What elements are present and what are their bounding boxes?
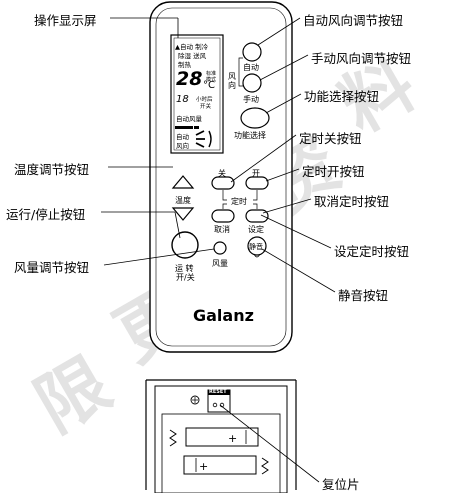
swing-wind-text: 风向 [228, 72, 236, 90]
set-button [245, 209, 269, 223]
run-stop-button-label: 运行/停止按钮 [6, 207, 86, 222]
set-text: 设定 [248, 225, 264, 234]
timer-center-text: 定时 [231, 197, 247, 206]
fan-button [213, 241, 227, 255]
temp-up-button [171, 175, 195, 189]
auto-swing-button-label: 自动风向调节按钮 [303, 13, 404, 28]
lcd-inner [173, 37, 221, 151]
timer-off-button [211, 176, 235, 190]
mute-text: 静音 [249, 243, 263, 251]
lcd-screen [170, 34, 224, 154]
battery-compartment-outline [145, 379, 297, 490]
fan-text: 风量 [212, 259, 228, 268]
lcd-temp-digits: 28 [176, 68, 203, 90]
run-stop-button [171, 231, 199, 259]
reset-text: RESET [209, 389, 227, 395]
display-screen-label: 操作显示屏 [34, 13, 97, 28]
cancel-button [211, 209, 235, 223]
timer-on-button [245, 176, 269, 190]
run-stop-text-2: 开/关 [176, 273, 195, 282]
swing-auto-text: 自动 [243, 63, 259, 72]
mute-button [247, 236, 267, 256]
auto-swing-button [242, 42, 262, 62]
lcd-mode-line2: 除湿 送风 [178, 52, 207, 60]
lcd-timer-unit: 小时后 [196, 97, 213, 103]
svg-text:+: + [199, 460, 208, 473]
cancel-text: 取消 [214, 225, 230, 234]
set-timer-button-label: 设定定时按钮 [334, 244, 410, 259]
mute-button-label: 静音按钮 [338, 288, 389, 303]
lcd-mode-line3: 制热 [178, 61, 191, 69]
callout-lines [101, 17, 336, 483]
lcd-fan-auto: 自动风量 [176, 115, 202, 123]
lcd-side2: 模式 [206, 77, 217, 83]
reset-pin-label: 复位片 [322, 477, 360, 492]
svg-text:+: + [228, 432, 237, 445]
lcd-timer-digits: 18 [176, 94, 189, 105]
temperature-button-label: 温度调节按钮 [14, 162, 90, 177]
lcd-dir-label1: 自动 [176, 133, 189, 141]
lcd-timer-state: 开关 [200, 104, 212, 110]
function-select-text: 功能选择 [234, 131, 266, 140]
function-select-button [240, 107, 270, 129]
battery-top [185, 427, 259, 447]
fan-speed-button-label: 风量调节按钮 [14, 260, 90, 275]
timer-on-button-label: 定时开按钮 [302, 164, 365, 179]
lcd-mode-line1: ▲自动 制冷 [175, 43, 209, 51]
cancel-timer-button-label: 取消定时按钮 [314, 194, 390, 209]
brand-logo: Galanz [193, 306, 254, 325]
swing-manual-text: 手动 [243, 95, 259, 104]
timer-off-text: 关 [218, 169, 226, 178]
lcd-side1: 标准 [206, 71, 217, 77]
lcd-temp-unit: °C [203, 80, 215, 91]
run-stop-text-1: 运 转 [175, 264, 194, 273]
battery-tray-inner [161, 413, 281, 493]
temp-down-button [171, 207, 195, 221]
remote-body-inner [155, 7, 287, 347]
manual-swing-button-label: 手动风向调节按钮 [311, 51, 412, 66]
timer-off-button-label: 定时关按钮 [299, 131, 362, 146]
battery-bottom [183, 455, 257, 475]
lcd-dir-label2: 风向 [176, 142, 189, 150]
temperature-text: 温度 [175, 196, 191, 205]
manual-swing-button [242, 73, 262, 93]
function-select-button-label: 功能选择按钮 [304, 89, 380, 104]
timer-on-text: 开 [252, 169, 260, 178]
